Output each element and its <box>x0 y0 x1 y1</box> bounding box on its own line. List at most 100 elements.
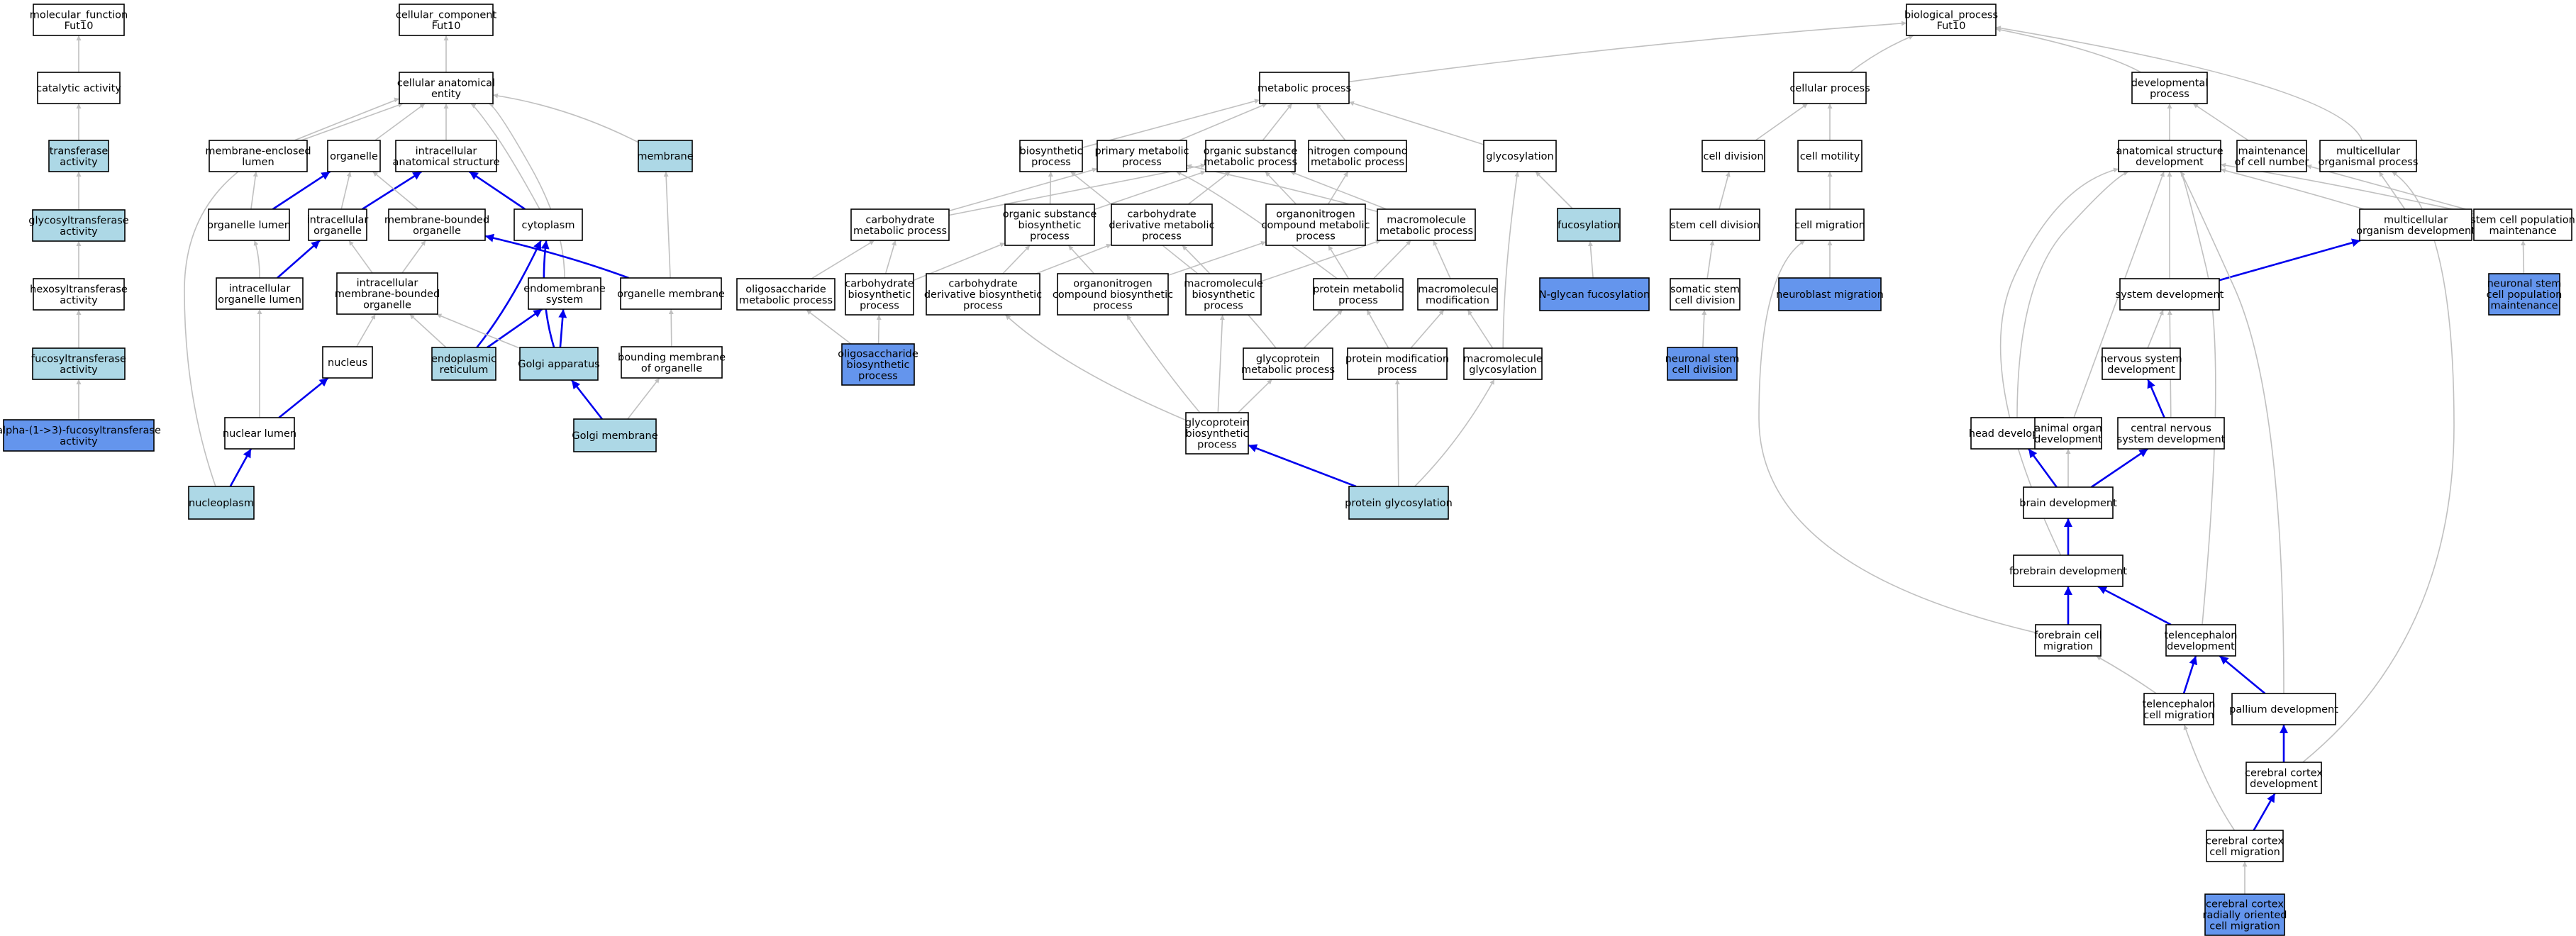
node-label-line: development <box>2167 641 2235 652</box>
node-box <box>1347 347 1448 380</box>
edge-cccm-to-ccd <box>2253 793 2276 831</box>
edge-mop-to-bp <box>1995 26 2363 141</box>
edge-forebrain-to-asd <box>1999 167 2119 556</box>
node-label-line: transferase <box>50 145 109 157</box>
node-label-line: process <box>1030 231 1070 243</box>
node-label-line: intracellular <box>229 283 291 294</box>
node-cellmot: cell motility <box>1797 140 1862 172</box>
edge-fucosylation-to-glycosylation <box>1535 171 1573 209</box>
edge-protmod-to-macromod <box>1410 309 1445 349</box>
edge-intorg-to-ias <box>362 170 422 211</box>
node-box <box>1259 72 1350 104</box>
node-label-line: cellular process <box>1789 83 1870 94</box>
node-box <box>1205 140 1296 172</box>
edge-gpbp-to-gpmp <box>1238 379 1273 413</box>
node-label-line: hexosyltransferase <box>30 284 128 295</box>
node-label-line: process <box>2150 89 2189 100</box>
node-box <box>2236 140 2307 172</box>
node-label-line: bounding membrane <box>618 352 726 363</box>
edge-membrane-to-cae <box>492 93 639 143</box>
node-label-line: Fut10 <box>1937 21 1966 32</box>
node-box <box>1670 208 1760 241</box>
node-box <box>1557 208 1621 242</box>
node-box <box>1797 140 1862 172</box>
node-label-line: organismal process <box>2319 157 2419 168</box>
node-label-line: migration <box>2043 641 2093 652</box>
node-label-line: cytoplasm <box>522 220 575 231</box>
node-box <box>1265 204 1366 246</box>
node-label-line: membrane-bounded <box>335 289 440 300</box>
node-label-line: carbohydrate <box>865 214 934 225</box>
node-label-line: process <box>1296 231 1336 243</box>
node-label-line: process <box>858 371 898 382</box>
edge-cccm-to-telcm <box>2183 724 2236 831</box>
edge-cdbp-to-cdmp <box>1036 243 1112 274</box>
edge-sscd-to-scd <box>1706 240 1715 279</box>
node-label-line: biological_process <box>1904 9 1998 21</box>
edge-mcn-to-devproc <box>2192 103 2249 141</box>
node-box <box>37 72 121 104</box>
node-label-line: organelle lumen <box>207 220 291 231</box>
node-box <box>841 343 915 386</box>
edge-macrobp-to-macromp <box>1260 239 1382 282</box>
node-label-line: modification <box>1426 295 1489 306</box>
node-label-line: cell motility <box>1800 151 1860 162</box>
node-cellproc: cellular process <box>1789 72 1870 104</box>
node-box <box>573 418 657 452</box>
node-label-line: nucleus <box>328 357 367 369</box>
node-sysdev: system development <box>2116 278 2224 311</box>
node-label-line: system development <box>2117 434 2226 445</box>
node-box <box>1313 278 1404 311</box>
node-label-line: pallium development <box>2229 704 2338 715</box>
node-label-line: cerebral cortex <box>2245 767 2323 779</box>
edge-macroglyco-to-macromod <box>1467 309 1494 349</box>
node-label-line: metabolic process <box>1204 157 1297 168</box>
edge-nsd-to-sysdev <box>2147 309 2164 349</box>
node-label-line: of cell number <box>2235 157 2309 168</box>
node-nbmig: neuroblast migration <box>1776 277 1884 311</box>
edge-golgi-to-endomem <box>558 308 567 348</box>
edge-cdbp-to-osbp <box>1002 245 1031 274</box>
node-box <box>1778 277 1882 311</box>
node-box <box>1483 140 1557 172</box>
node-label-line: derivative biosynthetic <box>924 289 1042 301</box>
node-box <box>308 208 367 241</box>
node-nucleus: nucleus <box>322 346 373 379</box>
node-label-line: metabolic process <box>1379 225 1473 237</box>
node-label-line: system development <box>2116 289 2224 301</box>
node-label-line: organic substance <box>1003 209 1097 221</box>
node-label-line: organonitrogen <box>1073 279 1152 290</box>
edge-bmo-to-orgmem <box>668 308 674 347</box>
edge-er-to-imbo <box>409 313 447 348</box>
node-label-line: glycoprotein <box>1256 353 1320 364</box>
node-label-line: cell migration <box>2209 921 2280 932</box>
node-label-line: maintenance <box>2489 225 2557 237</box>
edge-fcm-to-cellmig <box>1758 240 2036 633</box>
node-label-line: process <box>1377 364 1417 376</box>
node-label-line: biosynthetic <box>847 360 910 371</box>
node-box <box>1539 277 1650 311</box>
node-label-line: macromolecule <box>1387 214 1466 225</box>
node-label-line: central nervous <box>2131 423 2211 434</box>
edge-sysdev-to-mod <box>2219 238 2361 282</box>
node-membrane: membrane <box>637 140 694 172</box>
edge-metab-to-bp <box>1348 21 1907 83</box>
node-box <box>431 347 496 381</box>
edge-mel-to-cae <box>301 103 404 141</box>
edge-orgmem-to-mbo <box>484 233 629 279</box>
node-label-line: cell migration <box>1794 220 1865 231</box>
edge-telcm-to-fcm <box>2095 655 2157 694</box>
